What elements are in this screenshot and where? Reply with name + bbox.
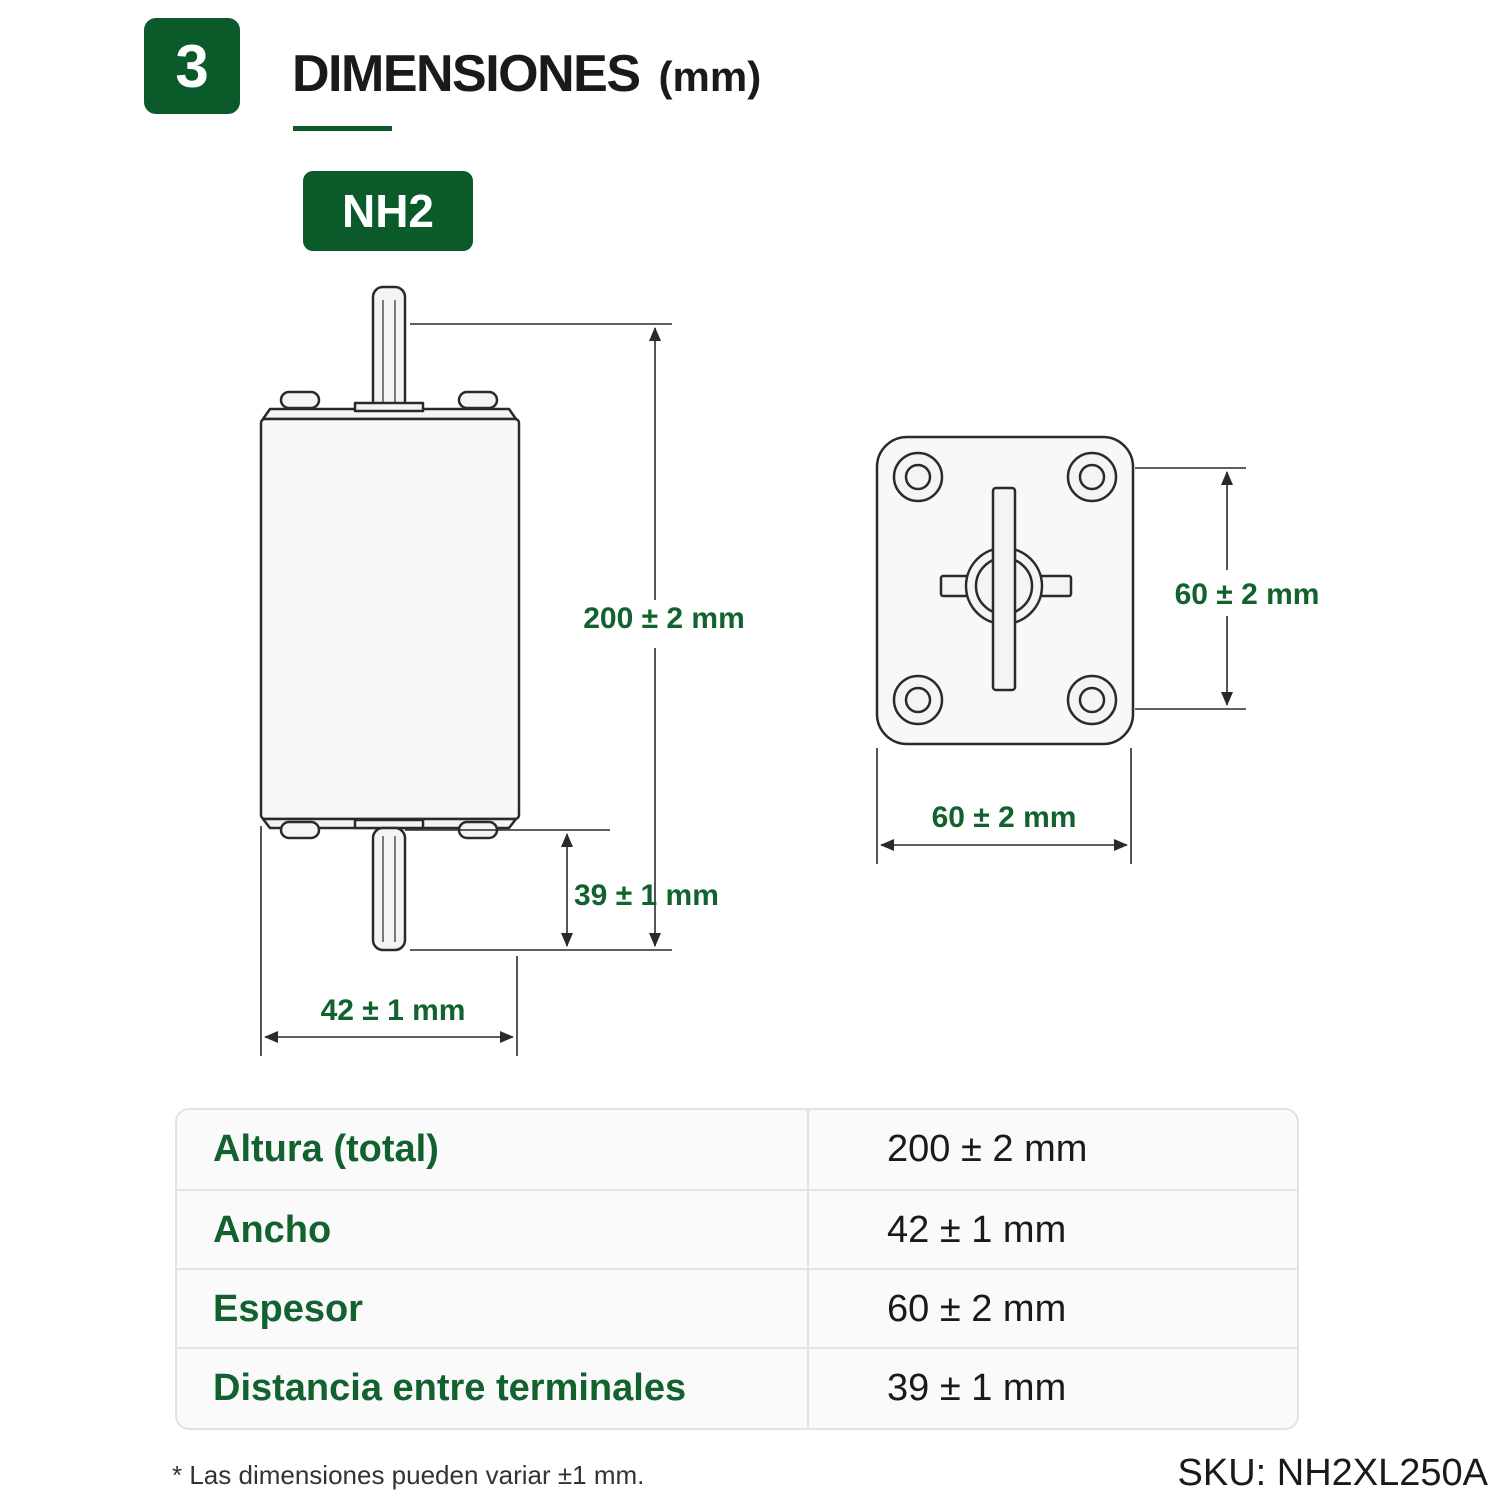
table-row: Distancia entre terminales 39 ± 1 mm [177, 1347, 1297, 1428]
model-badge: NH2 [303, 171, 473, 251]
spec-name: Ancho [213, 1209, 332, 1251]
mounting-hole [1066, 674, 1118, 726]
spec-name: Espesor [213, 1288, 363, 1330]
spec-table: Altura (total) 200 ± 2 mm Ancho 42 ± 1 m… [175, 1108, 1299, 1430]
top-view-bottom-label: 60 ± 2 mm [932, 801, 1077, 834]
spec-name: Altura (total) [213, 1128, 439, 1170]
top-left-screw [279, 390, 321, 410]
mounting-hole [892, 674, 944, 726]
mounting-hole [1066, 451, 1118, 503]
dimension-drawing: 200 ± 2 mm 39 ± 1 mm 42 ± 1 mm 60 ± 2 mm [259, 285, 1320, 1056]
table-row: Espesor 60 ± 2 mm [177, 1268, 1297, 1349]
spec-value: 60 ± 2 mm [887, 1288, 1067, 1330]
top-blade [371, 285, 407, 415]
width-dimension-label: 42 ± 1 mm [321, 994, 466, 1027]
fuse-front-view [259, 285, 521, 952]
sku-label: SKU: NH2XL250A [1177, 1452, 1489, 1494]
spec-value: 42 ± 1 mm [887, 1209, 1067, 1251]
spec-name: Distancia entre terminales [213, 1367, 687, 1409]
top-view-dimension-lines [876, 467, 1246, 864]
model-badge-label: NH2 [341, 185, 435, 237]
fuse-top-view [875, 435, 1135, 746]
section-title-unit: (mm) [658, 53, 762, 100]
fuse-body [259, 417, 521, 821]
section-title-text: DIMENSIONES [292, 45, 641, 103]
bottom-blade [371, 826, 407, 952]
bottom-left-screw [279, 820, 321, 840]
footnote: * Las dimensiones pueden variar ±1 mm. [172, 1460, 645, 1490]
table-row: Ancho 42 ± 1 mm [177, 1189, 1297, 1270]
spec-value: 39 ± 1 mm [887, 1367, 1067, 1409]
top-right-screw [457, 390, 499, 410]
terminal-dimension-label: 39 ± 1 mm [574, 879, 719, 912]
step-number: 3 [175, 32, 209, 100]
height-dimension-label: 200 ± 2 mm [583, 602, 745, 635]
mounting-hole [892, 451, 944, 503]
section-title: DIMENSIONES (mm) [292, 44, 761, 104]
spec-value: 200 ± 2 mm [887, 1128, 1088, 1170]
step-number-badge: 3 [144, 18, 240, 114]
table-row: Altura (total) 200 ± 2 mm [177, 1110, 1297, 1189]
top-view-side-label: 60 ± 2 mm [1175, 578, 1320, 611]
center-blade [991, 486, 1017, 692]
front-dimension-lines [260, 323, 672, 1056]
title-underline [293, 126, 392, 131]
